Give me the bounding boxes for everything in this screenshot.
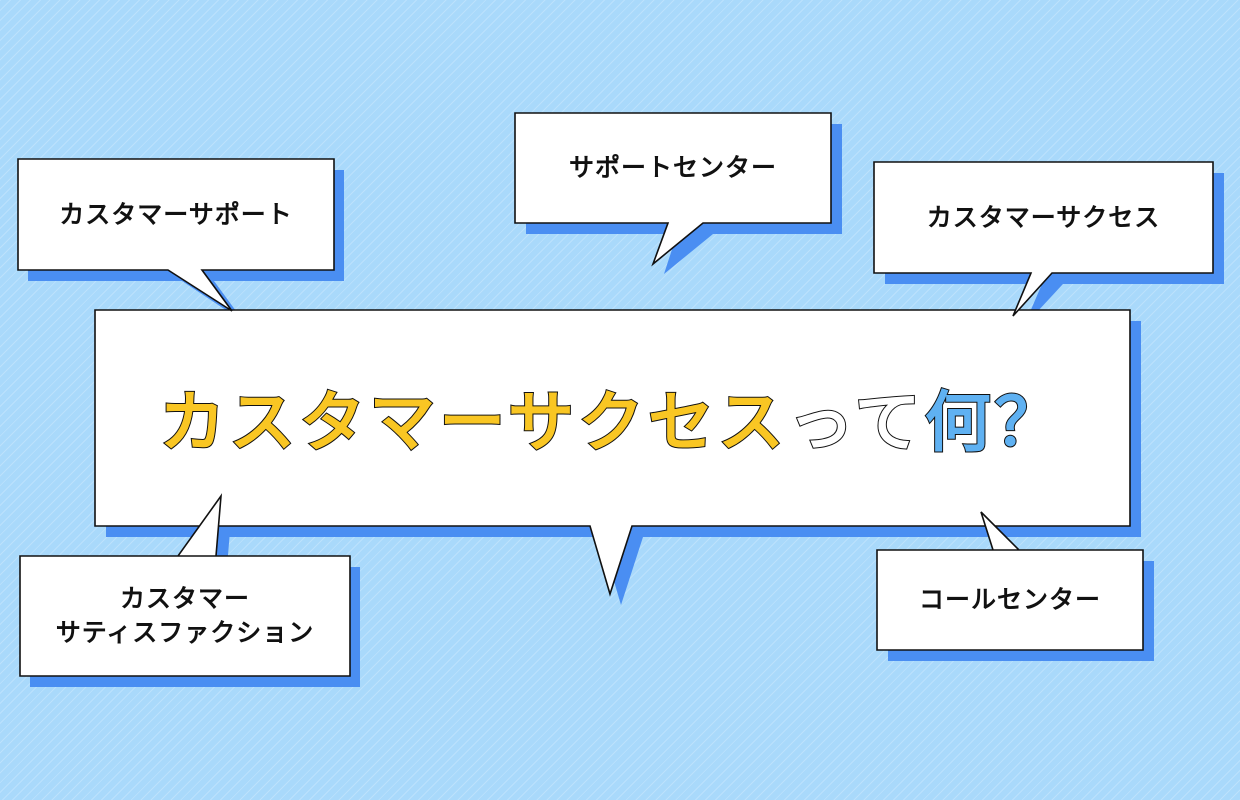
- customer-satisfaction-text-line2: サティスファクション: [55, 618, 315, 647]
- customer-success-text: カスタマーサクセス: [926, 202, 1161, 232]
- customer-satisfaction-label: カスタマー サティスファクション: [20, 556, 350, 676]
- bubble-shapes: [17, 112, 1214, 677]
- customer-satisfaction-text-line1: カスタマー: [119, 584, 250, 614]
- customer-satisfaction-bubble: [19, 493, 351, 677]
- customer-support-text: カスタマーサポート: [59, 199, 293, 229]
- customer-support-label: カスタマーサポート: [18, 159, 334, 270]
- headline-what: 何？: [924, 383, 1065, 462]
- call-center-bubble: [876, 511, 1144, 651]
- customer-success-bubble: [873, 161, 1214, 317]
- main-bubble: [94, 309, 1131, 597]
- support-center-bubble: [514, 112, 832, 267]
- headline: カスタマーサクセス って 何？: [96, 310, 1128, 524]
- headline-tte: って: [787, 383, 925, 462]
- support-center-text: サポートセンター: [568, 153, 777, 183]
- call-center-text: コールセンター: [918, 585, 1101, 615]
- customer-support-bubble: [17, 158, 335, 312]
- customer-success-label: カスタマーサクセス: [874, 162, 1213, 273]
- headline-customer-success: カスタマーサクセス: [158, 383, 788, 462]
- support-center-label: サポートセンター: [515, 113, 831, 223]
- call-center-label: コールセンター: [877, 550, 1143, 650]
